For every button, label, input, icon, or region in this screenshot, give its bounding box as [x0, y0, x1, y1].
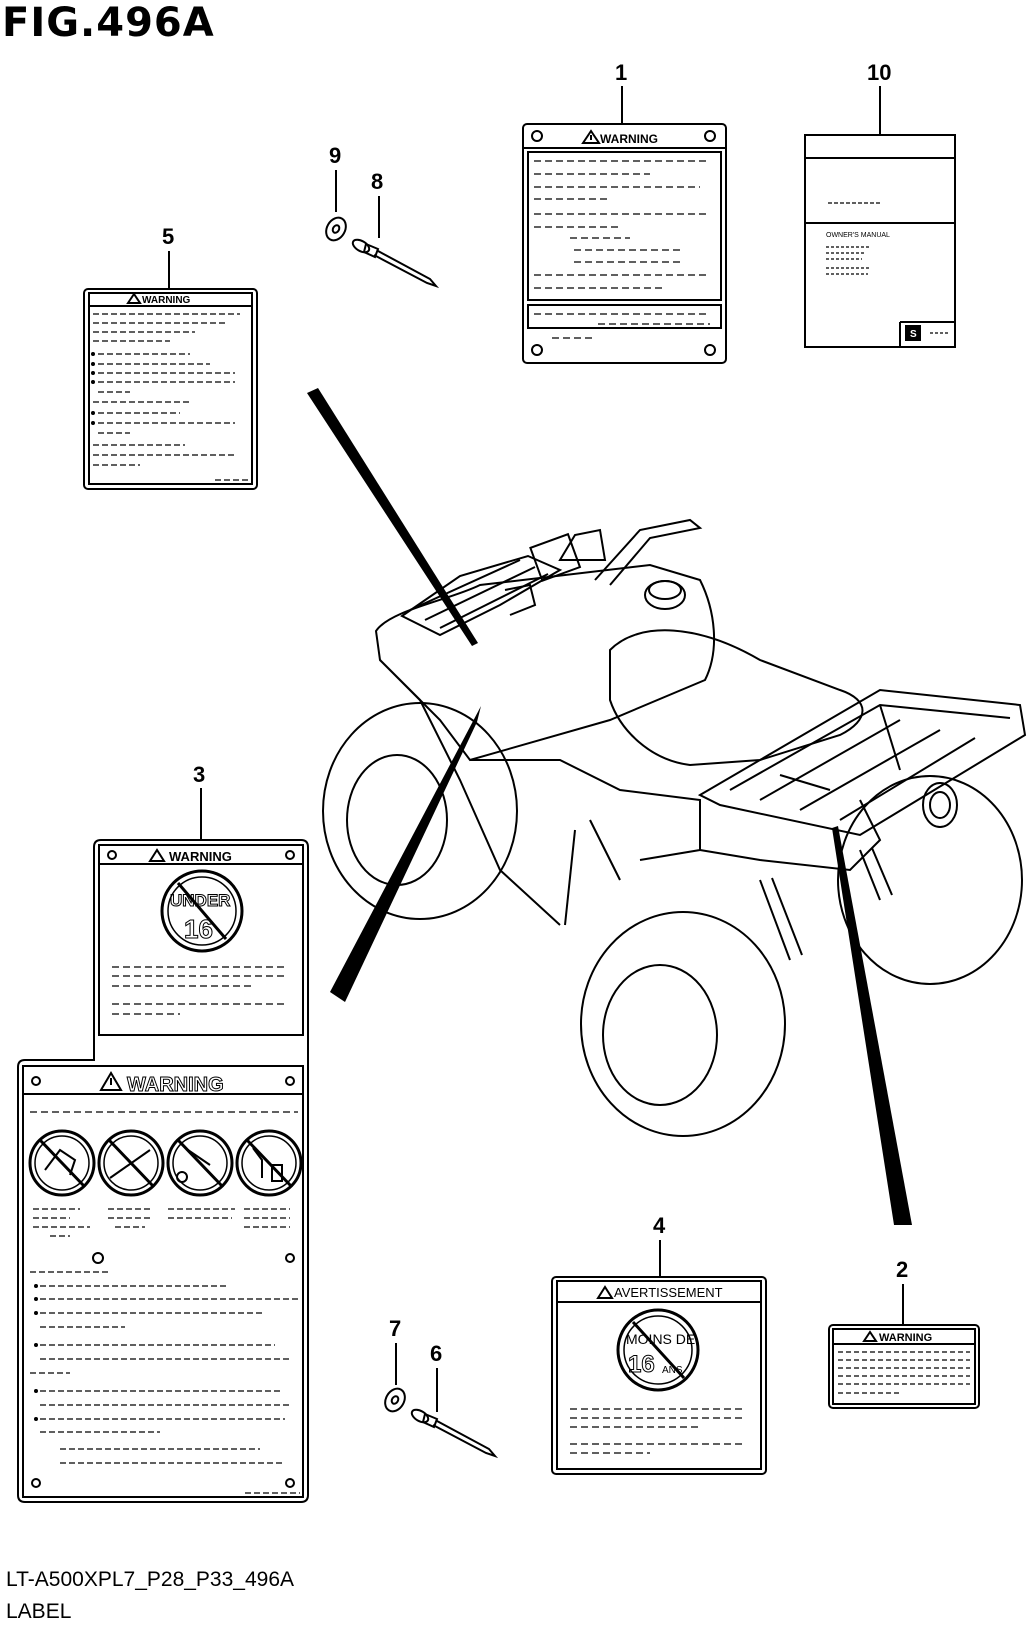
callout-3: 3	[193, 762, 205, 840]
warning-label-5: WARNING	[83, 288, 258, 490]
avertissement-heading: AVERTISSEMENT	[614, 1285, 723, 1300]
warning-triangle-icon	[99, 1071, 123, 1091]
callout-number: 9	[329, 143, 341, 168]
brand-mark: S	[910, 329, 917, 340]
leader-lines	[307, 388, 912, 1225]
warning-heading: WARNING	[879, 1332, 932, 1344]
warning-triangle-icon	[596, 1285, 614, 1299]
warning-heading: WARNING	[127, 1074, 224, 1096]
callout-number: 5	[162, 224, 174, 249]
warning-heading: WARNING	[142, 295, 191, 306]
atv-vehicle	[322, 518, 1027, 1137]
no-stunt-icon	[166, 1129, 234, 1197]
callout-1: 1	[615, 60, 627, 124]
warning-triangle-icon	[148, 848, 166, 862]
warning-heading: WARNING	[600, 132, 658, 146]
warning-triangle-icon	[862, 1330, 878, 1342]
ans-text: ANS	[662, 1365, 683, 1376]
figure-code: LT-A500XPL7_P28_P33_496A	[6, 1568, 295, 1591]
callout-number: 7	[389, 1316, 401, 1341]
callout-10: 10	[867, 60, 891, 135]
warning-heading: WARNING	[169, 849, 232, 864]
callout-8: 8	[371, 169, 383, 238]
figure-title: FIG.496A	[2, 0, 215, 46]
warning-label-3: WARNING UNDER 16 WARNING	[17, 839, 309, 1503]
warning-label-1: WARNING	[522, 123, 727, 364]
callout-5: 5	[162, 224, 174, 289]
no-paved-road-icon	[97, 1129, 165, 1197]
no-passenger-icon	[28, 1129, 96, 1197]
callout-number: 8	[371, 169, 383, 194]
callout-number: 6	[430, 1341, 442, 1366]
owners-manual: OWNER'S MANUAL S	[804, 134, 956, 348]
under-text: UNDER	[170, 891, 230, 910]
warning-triangle-icon	[126, 292, 142, 304]
washer-icon	[325, 216, 347, 242]
owners-manual-title: OWNER'S MANUAL	[826, 232, 890, 239]
callout-6: 6	[430, 1341, 442, 1412]
age-text: 16	[628, 1351, 655, 1378]
no-alcohol-icon	[235, 1129, 303, 1197]
callout-number: 10	[867, 60, 891, 85]
avertissement-label: AVERTISSEMENT MOINS DE 16 ANS	[551, 1276, 767, 1475]
callout-2: 2	[896, 1257, 908, 1325]
manual-logo-icon	[905, 325, 921, 341]
warning-triangle-icon	[581, 129, 601, 144]
warning-label-2: WARNING	[828, 1324, 980, 1409]
figure-description: LABEL	[6, 1600, 72, 1623]
callout-number: 3	[193, 762, 205, 787]
callout-7: 7	[389, 1316, 401, 1385]
callout-4: 4	[653, 1213, 666, 1277]
rivet-icon	[351, 238, 440, 289]
callout-9: 9	[329, 143, 341, 212]
callout-number: 2	[896, 1257, 908, 1282]
washer-icon	[384, 1387, 406, 1413]
moins-de-text: MOINS DE	[626, 1331, 695, 1347]
callout-number: 1	[615, 60, 627, 85]
callout-number: 4	[653, 1213, 666, 1238]
rivet-icon	[410, 1408, 499, 1459]
